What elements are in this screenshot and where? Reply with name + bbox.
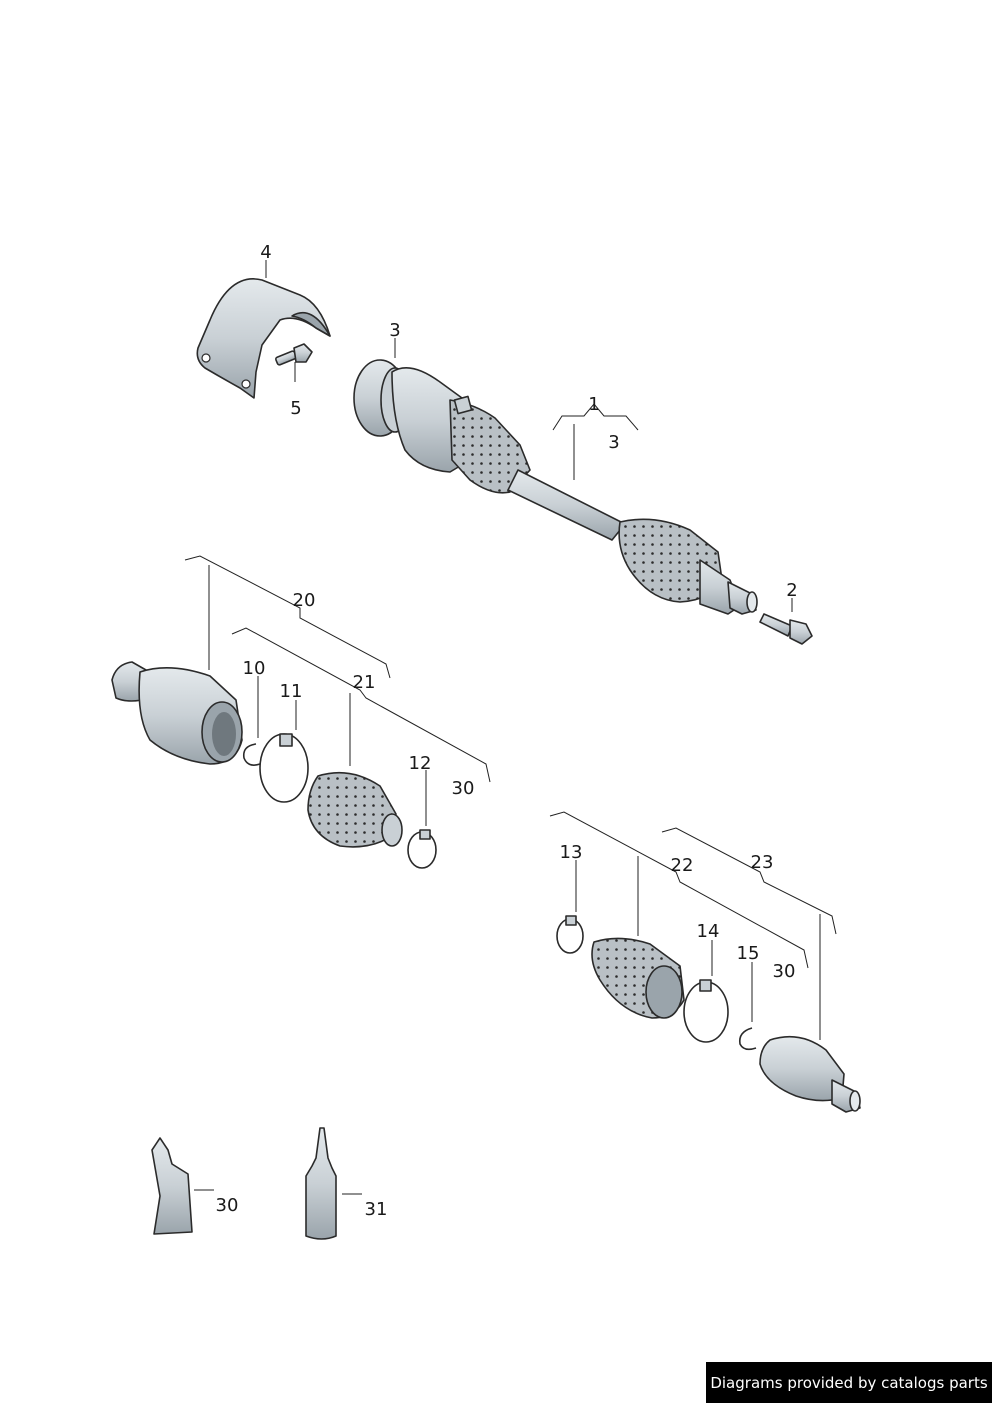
callout-3-bracket: 3 bbox=[608, 432, 619, 453]
callout-21: 21 bbox=[353, 672, 376, 693]
inner-joint-housing-part-20 bbox=[111, 661, 243, 765]
callout-20: 20 bbox=[293, 590, 316, 611]
callout-10: 10 bbox=[243, 658, 266, 679]
boot-clamp-part-11 bbox=[259, 733, 309, 803]
callout-15: 15 bbox=[737, 943, 760, 964]
callout-13: 13 bbox=[560, 842, 583, 863]
circlip-part-10 bbox=[242, 743, 261, 766]
small-clamp-part-13 bbox=[556, 915, 584, 954]
callout-labels: 4 5 3 1 3 2 20 10 11 21 12 30 13 22 23 1… bbox=[216, 242, 798, 1220]
callout-11: 11 bbox=[280, 681, 303, 702]
credit-banner: Diagrams provided by catalogs parts bbox=[706, 1362, 992, 1403]
boot-clamp-part-14 bbox=[683, 979, 729, 1043]
outer-joint-part-23 bbox=[759, 1035, 861, 1113]
callout-31: 31 bbox=[365, 1199, 388, 1220]
callout-2: 2 bbox=[786, 580, 797, 601]
heat-shield-part-4 bbox=[196, 278, 331, 399]
callout-22: 22 bbox=[671, 855, 694, 876]
axle-bolt-part-2 bbox=[759, 613, 813, 645]
bolt-part-5 bbox=[275, 343, 313, 366]
grease-tube-part-30 bbox=[151, 1137, 193, 1235]
inner-boot-part-21 bbox=[307, 771, 403, 848]
outer-boot-part-22 bbox=[591, 937, 685, 1019]
callout-30-inner-kit: 30 bbox=[452, 778, 475, 799]
callout-1: 1 bbox=[588, 394, 599, 415]
callout-23: 23 bbox=[751, 852, 774, 873]
callout-30-outer-kit: 30 bbox=[773, 961, 796, 982]
circlip-part-15 bbox=[738, 1027, 757, 1051]
leader-lines bbox=[184, 260, 837, 1195]
sealant-bottle-part-31 bbox=[305, 1127, 337, 1240]
callout-4: 4 bbox=[260, 242, 271, 263]
callout-30-tube: 30 bbox=[216, 1195, 239, 1216]
callout-12: 12 bbox=[409, 753, 432, 774]
small-clamp-part-12 bbox=[407, 829, 437, 869]
drive-shaft-part-3 bbox=[353, 359, 758, 615]
callout-14: 14 bbox=[697, 921, 720, 942]
callout-3-upper: 3 bbox=[389, 320, 400, 341]
callout-5: 5 bbox=[290, 398, 301, 419]
